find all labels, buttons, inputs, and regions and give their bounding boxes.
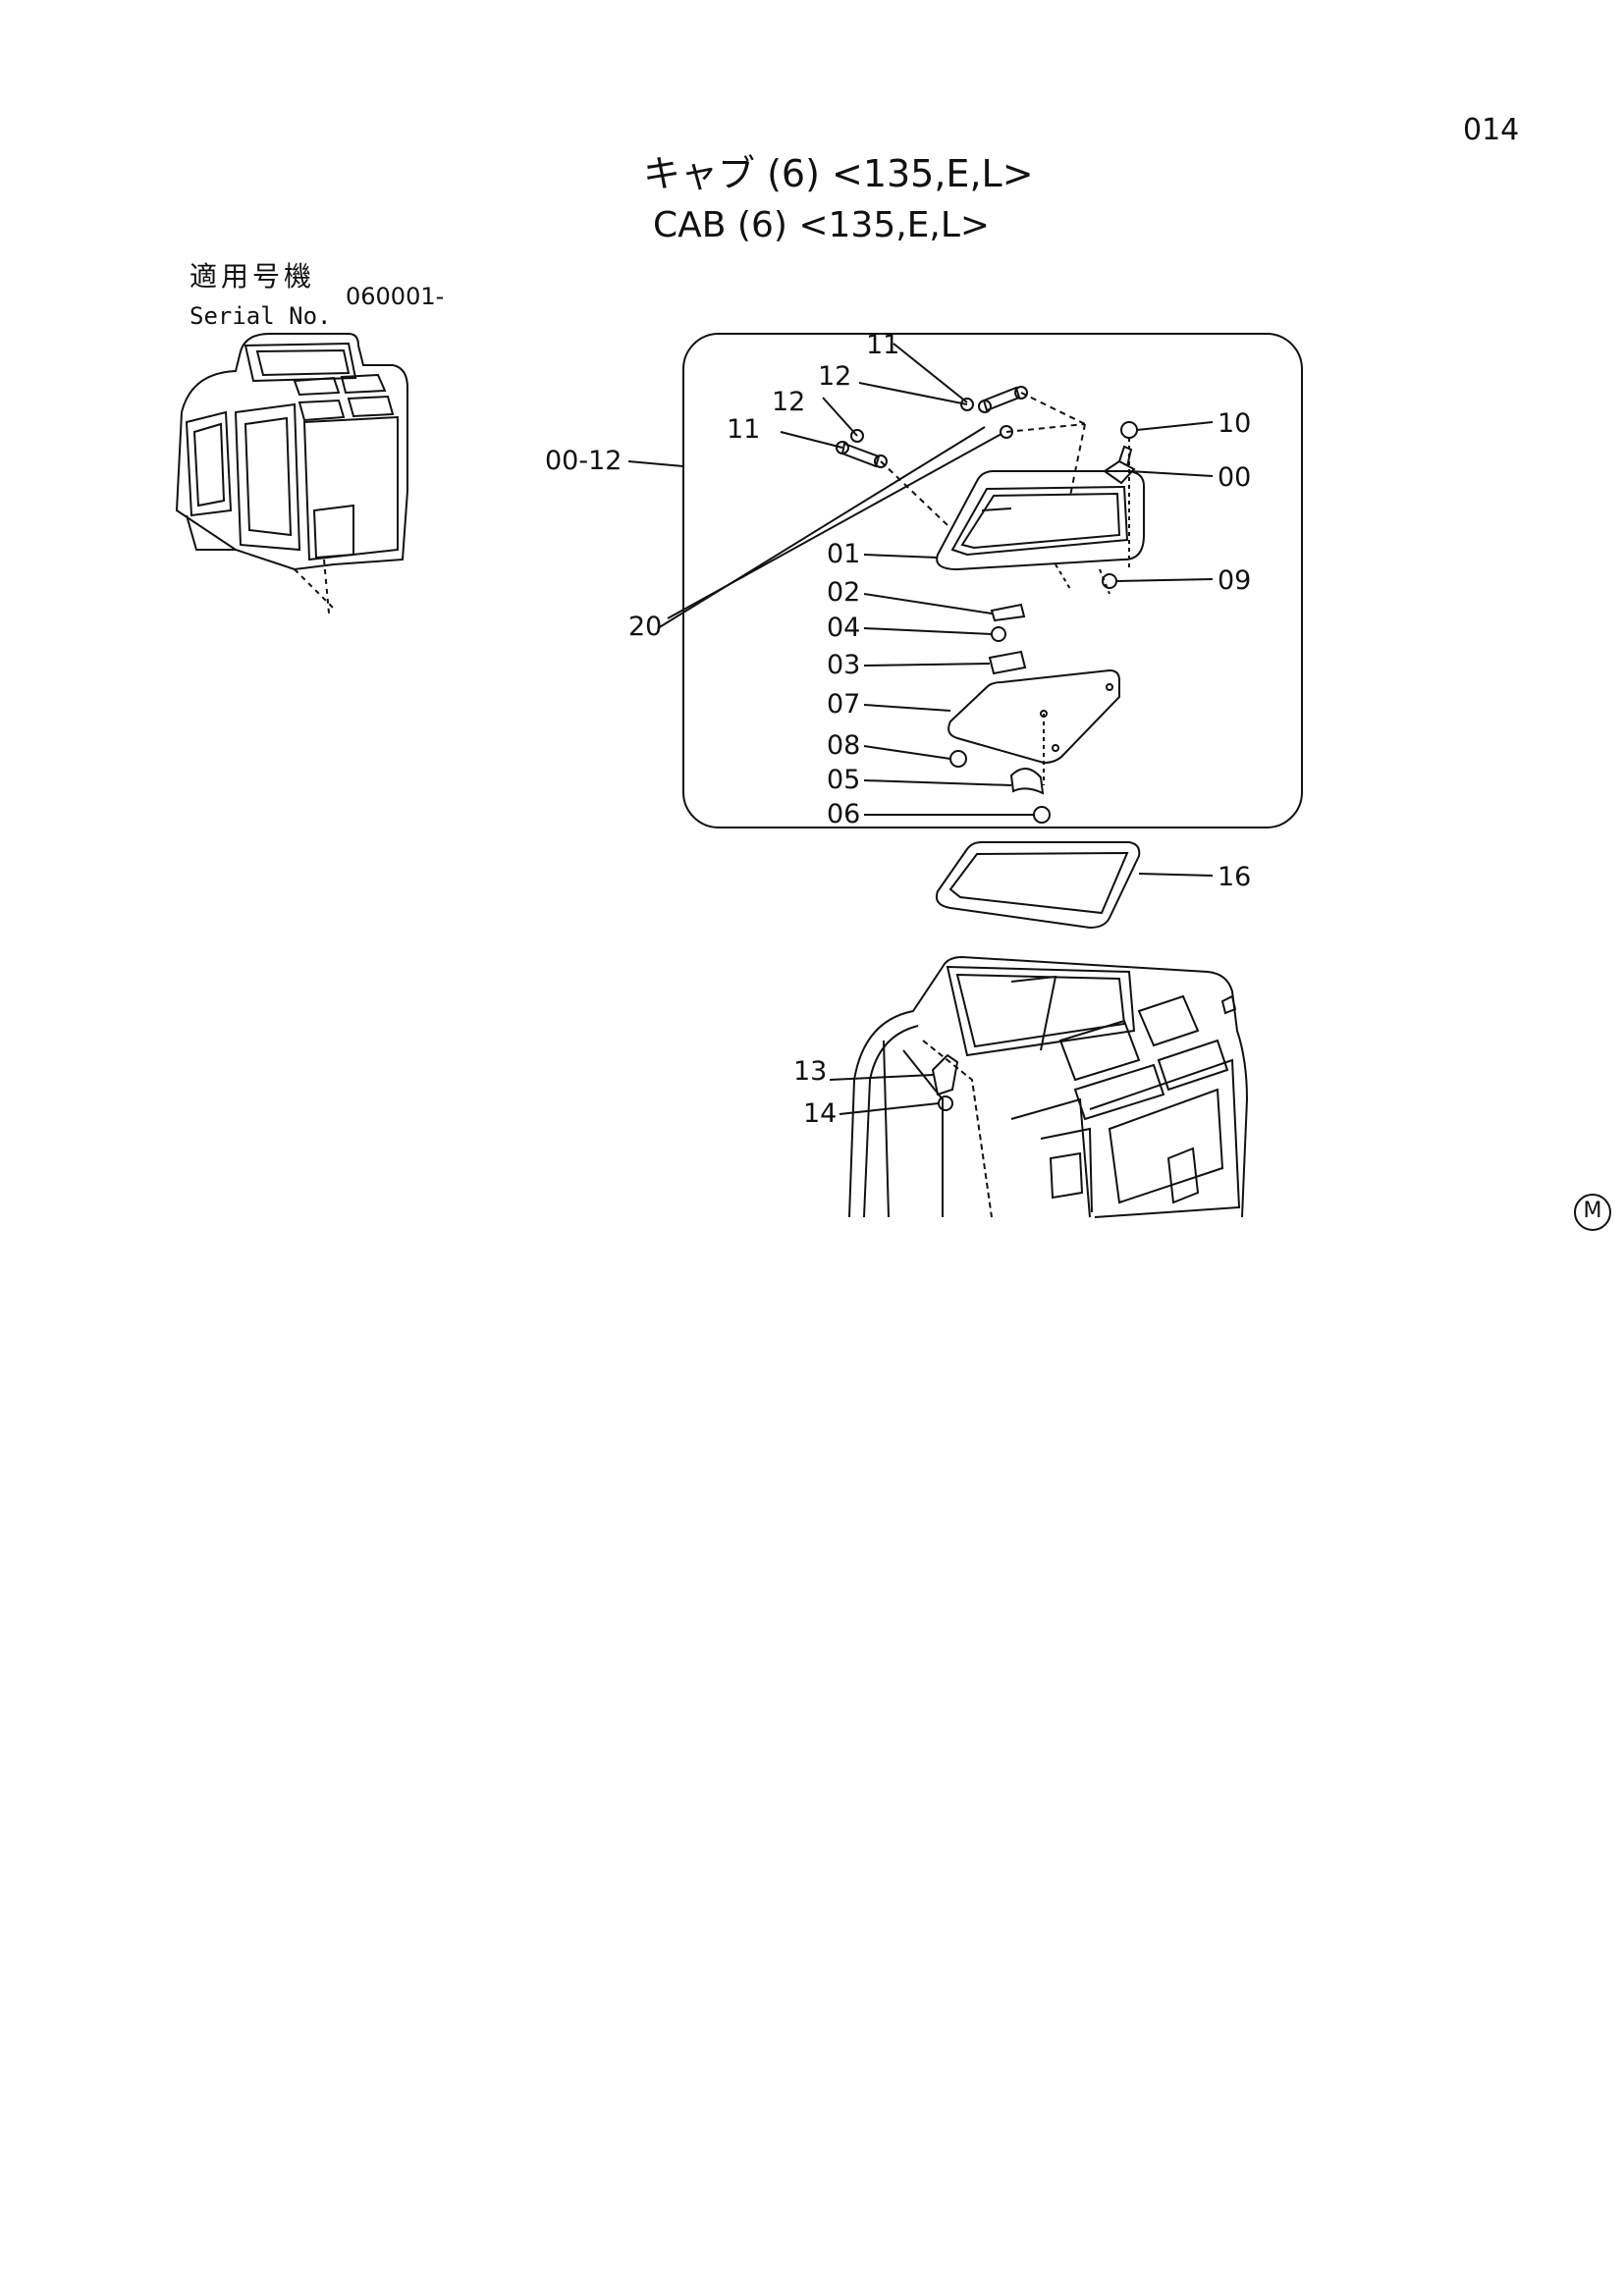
callout-07: 07 <box>827 689 860 720</box>
callout-03: 03 <box>827 650 860 680</box>
thumbnail-cab-drawing <box>175 333 408 614</box>
callout-06: 06 <box>827 799 860 829</box>
hinge-arm-upper <box>978 386 1028 413</box>
page-number: 014 <box>1463 113 1520 147</box>
title-english: CAB (6) <135,E,L> <box>653 205 991 245</box>
callout-labels: 11 12 12 11 10 00 00-12 01 09 02 20 04 0… <box>545 330 1251 1129</box>
serial-number: 060001- <box>346 283 445 310</box>
callout-20: 20 <box>628 612 662 642</box>
handle <box>1009 768 1045 795</box>
bolt <box>1033 806 1051 824</box>
callout-00: 00 <box>1218 462 1251 493</box>
hinge-arm-lower <box>836 441 888 468</box>
serial-label-japanese: 適用号機 <box>189 260 316 293</box>
cover-plate <box>947 668 1120 785</box>
pin-lower <box>850 429 864 443</box>
hinge-bracket <box>1102 421 1138 589</box>
callout-12-upper: 12 <box>818 361 851 392</box>
window-seal <box>935 841 1141 930</box>
callout-04: 04 <box>827 613 860 643</box>
callout-05: 05 <box>827 765 860 795</box>
latch-plate <box>990 603 1026 622</box>
callout-13: 13 <box>793 1056 827 1087</box>
latch-screw <box>991 626 1006 642</box>
callout-12-lower: 12 <box>772 387 805 417</box>
large-cab-drawing <box>848 955 1249 1218</box>
roof-window-frame <box>936 470 1145 595</box>
callout-02: 02 <box>827 577 860 608</box>
pin-upper <box>960 398 974 411</box>
assembly-enclosure <box>682 333 1303 828</box>
latch-block <box>988 650 1027 675</box>
serial-label-english: Serial No. <box>189 302 332 330</box>
callout-01: 01 <box>827 539 860 569</box>
leader-lines <box>627 343 1214 1115</box>
callout-09: 09 <box>1218 565 1251 596</box>
callout-11-lower: 11 <box>727 414 760 445</box>
callout-14: 14 <box>803 1098 837 1129</box>
callout-10: 10 <box>1218 408 1251 439</box>
knob <box>949 750 967 768</box>
callout-08: 08 <box>827 730 860 761</box>
callout-11-upper: 11 <box>866 330 899 360</box>
title-japanese: キャブ (6) <135,E,L> <box>643 152 1034 195</box>
callout-00-12: 00-12 <box>545 446 622 476</box>
corner-m-mark: M <box>1574 1194 1611 1231</box>
callout-16: 16 <box>1218 862 1251 892</box>
